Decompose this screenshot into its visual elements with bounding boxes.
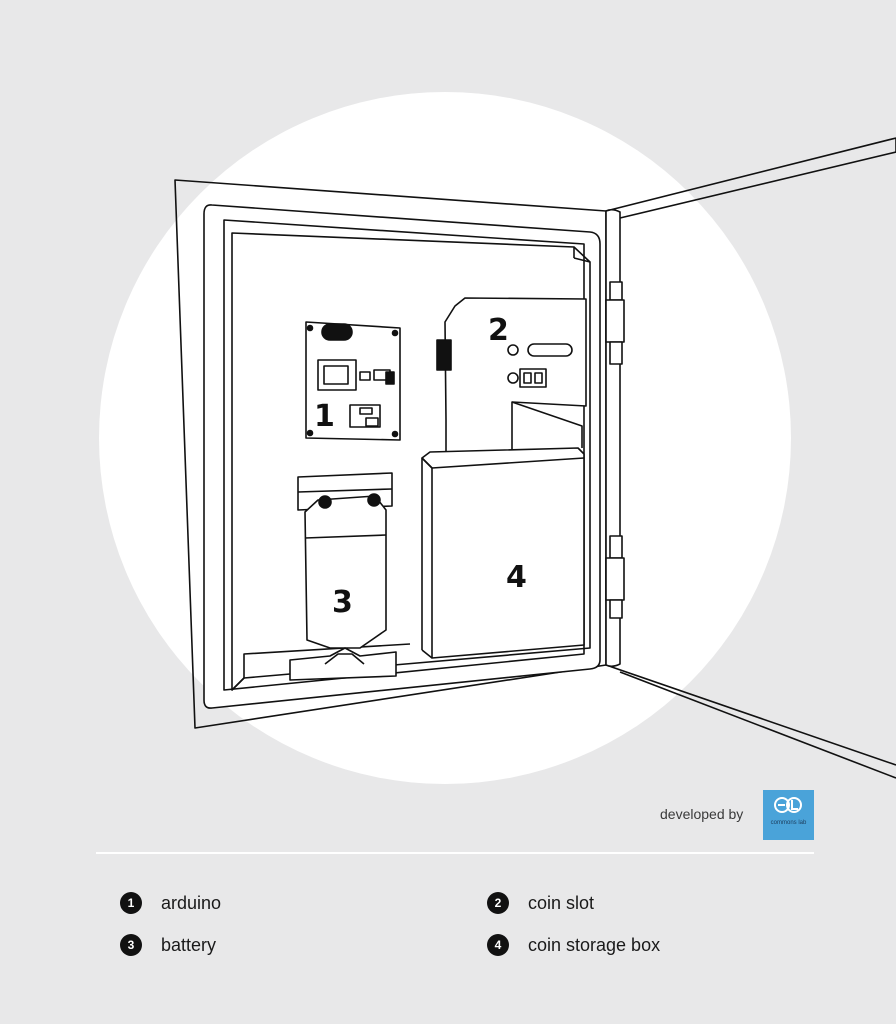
legend-item-arduino: 1 arduino — [120, 891, 221, 915]
door-edge — [619, 151, 896, 219]
diagram-marker-4: 4 — [506, 560, 527, 595]
legend-label: battery — [161, 934, 217, 955]
diagram-marker-3: 3 — [332, 585, 353, 620]
legend-label: coin slot — [528, 892, 595, 913]
cabinet-door — [605, 137, 896, 766]
legend-badge-2: 2 — [487, 892, 509, 914]
battery — [289, 472, 397, 681]
legend-badge-1: 1 — [120, 892, 142, 914]
interior-edge — [573, 257, 591, 263]
developed-by-text: developed by — [660, 806, 744, 822]
legend-badge-4: 4 — [487, 934, 509, 956]
diagram-marker-1: 1 — [314, 399, 335, 434]
logo-text: commons lab — [770, 820, 807, 826]
door-edge — [619, 671, 896, 779]
arduino-board — [305, 321, 401, 441]
legend-badge-3: 3 — [120, 934, 142, 956]
logo-mark-icon — [774, 797, 802, 813]
coin-slot-unit — [436, 297, 587, 459]
legend-label: coin storage box — [528, 934, 661, 955]
divider — [96, 852, 814, 854]
coin-storage-box — [421, 447, 585, 659]
legend-label: arduino — [161, 892, 222, 913]
hinge-top — [605, 281, 625, 365]
legend-item-battery: 3 battery — [120, 933, 216, 957]
diagram-marker-2: 2 — [488, 313, 509, 348]
cabinet-frame-inner — [223, 219, 585, 691]
legend-item-coin-slot: 2 coin slot — [487, 891, 594, 915]
interior-floor — [231, 643, 411, 691]
legend-item-coin-storage-box: 4 coin storage box — [487, 933, 660, 957]
commons-lab-logo: commons lab — [763, 790, 814, 840]
hinge-bottom — [605, 535, 625, 619]
